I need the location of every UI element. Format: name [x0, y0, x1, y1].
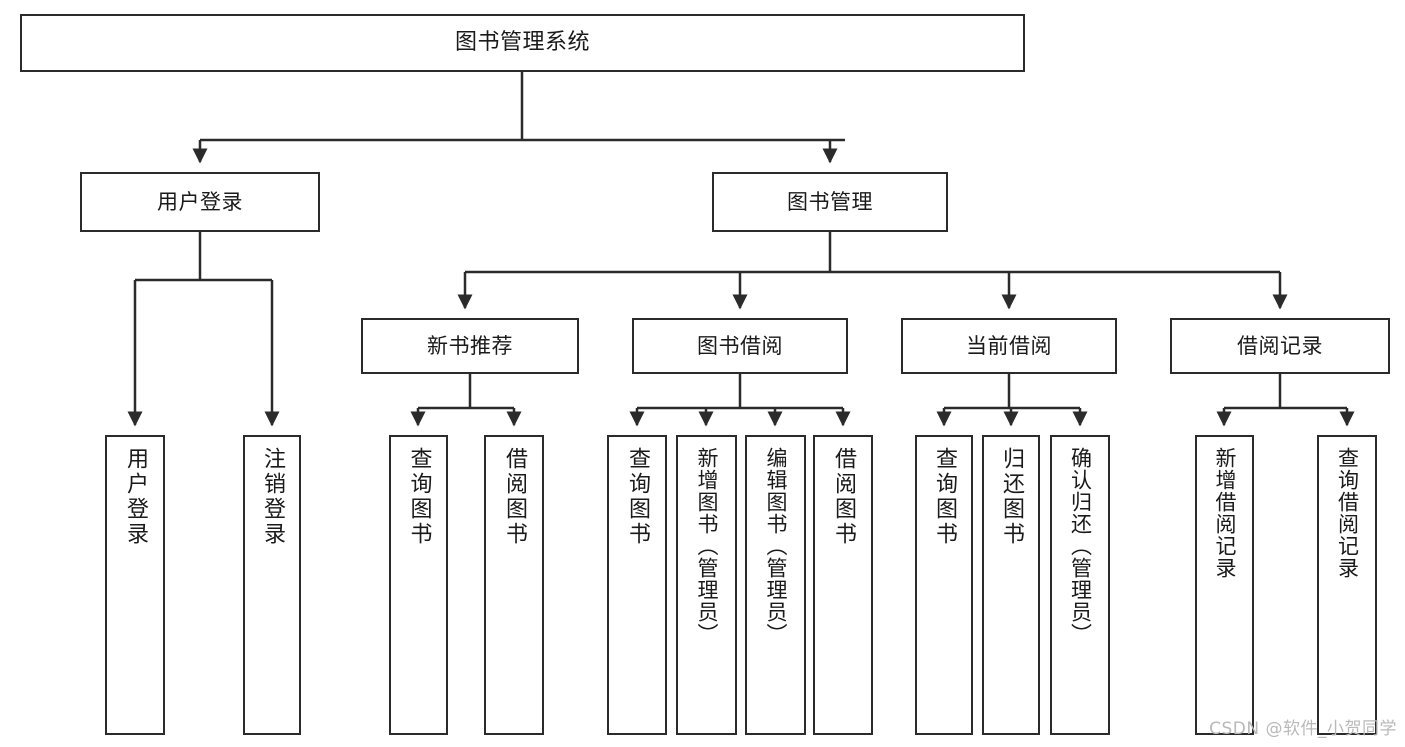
node-book-manage-label: 图书管理 [787, 189, 873, 214]
node-leaf-add-book-label: 新增图书（管理员） [695, 447, 719, 645]
node-leaf-add-record[interactable]: 新增借阅记录 [1195, 435, 1254, 735]
node-current-borrow[interactable]: 当前借阅 [901, 318, 1117, 374]
node-leaf-query-book-c[interactable]: 查询图书 [915, 435, 973, 735]
node-leaf-add-book[interactable]: 新增图书（管理员） [676, 435, 737, 735]
node-leaf-query-record[interactable]: 查询借阅记录 [1317, 435, 1377, 735]
node-leaf-logout[interactable]: 注销登录 [243, 435, 301, 735]
node-leaf-query-book-a[interactable]: 查询图书 [389, 435, 448, 735]
node-leaf-return-book[interactable]: 归还图书 [982, 435, 1040, 735]
node-leaf-query-book-a-label: 查询图书 [406, 447, 432, 547]
node-book-borrow[interactable]: 图书借阅 [632, 318, 848, 374]
node-current-borrow-label: 当前借阅 [966, 333, 1052, 358]
node-leaf-query-record-label: 查询借阅记录 [1335, 447, 1360, 579]
node-new-book-recommend[interactable]: 新书推荐 [361, 318, 579, 374]
node-leaf-return-book-label: 归还图书 [999, 447, 1024, 547]
node-leaf-add-record-label: 新增借阅记录 [1213, 447, 1237, 579]
node-new-book-recommend-label: 新书推荐 [427, 333, 513, 358]
node-leaf-confirm-return-label: 确认归还（管理员） [1068, 447, 1093, 645]
node-leaf-user-login-label: 用户登录 [123, 447, 148, 547]
csdn-watermark: CSDN @软件_小贺同学 [1209, 719, 1397, 739]
node-leaf-borrow-book-a-label: 借阅图书 [502, 447, 527, 547]
node-leaf-logout-label: 注销登录 [260, 447, 285, 547]
node-book-manage[interactable]: 图书管理 [712, 172, 948, 232]
node-leaf-edit-book-label: 编辑图书（管理员） [764, 447, 788, 645]
node-borrow-record[interactable]: 借阅记录 [1170, 318, 1390, 374]
node-leaf-borrow-book-b[interactable]: 借阅图书 [813, 435, 873, 735]
node-leaf-borrow-book-a[interactable]: 借阅图书 [484, 435, 544, 735]
node-borrow-record-label: 借阅记录 [1237, 333, 1323, 358]
node-leaf-query-book-b-label: 查询图书 [625, 447, 650, 547]
node-leaf-confirm-return[interactable]: 确认归还（管理员） [1050, 435, 1110, 735]
node-leaf-borrow-book-b-label: 借阅图书 [831, 447, 856, 547]
node-user-login[interactable]: 用户登录 [80, 172, 320, 232]
node-leaf-user-login[interactable]: 用户登录 [105, 435, 165, 735]
node-root[interactable]: 图书管理系统 [20, 14, 1025, 72]
node-leaf-query-book-c-label: 查询图书 [932, 447, 957, 547]
node-leaf-query-book-b[interactable]: 查询图书 [607, 435, 667, 735]
node-root-label: 图书管理系统 [454, 30, 590, 56]
node-user-login-label: 用户登录 [157, 189, 243, 214]
node-leaf-edit-book[interactable]: 编辑图书（管理员） [745, 435, 806, 735]
node-book-borrow-label: 图书借阅 [697, 333, 783, 358]
